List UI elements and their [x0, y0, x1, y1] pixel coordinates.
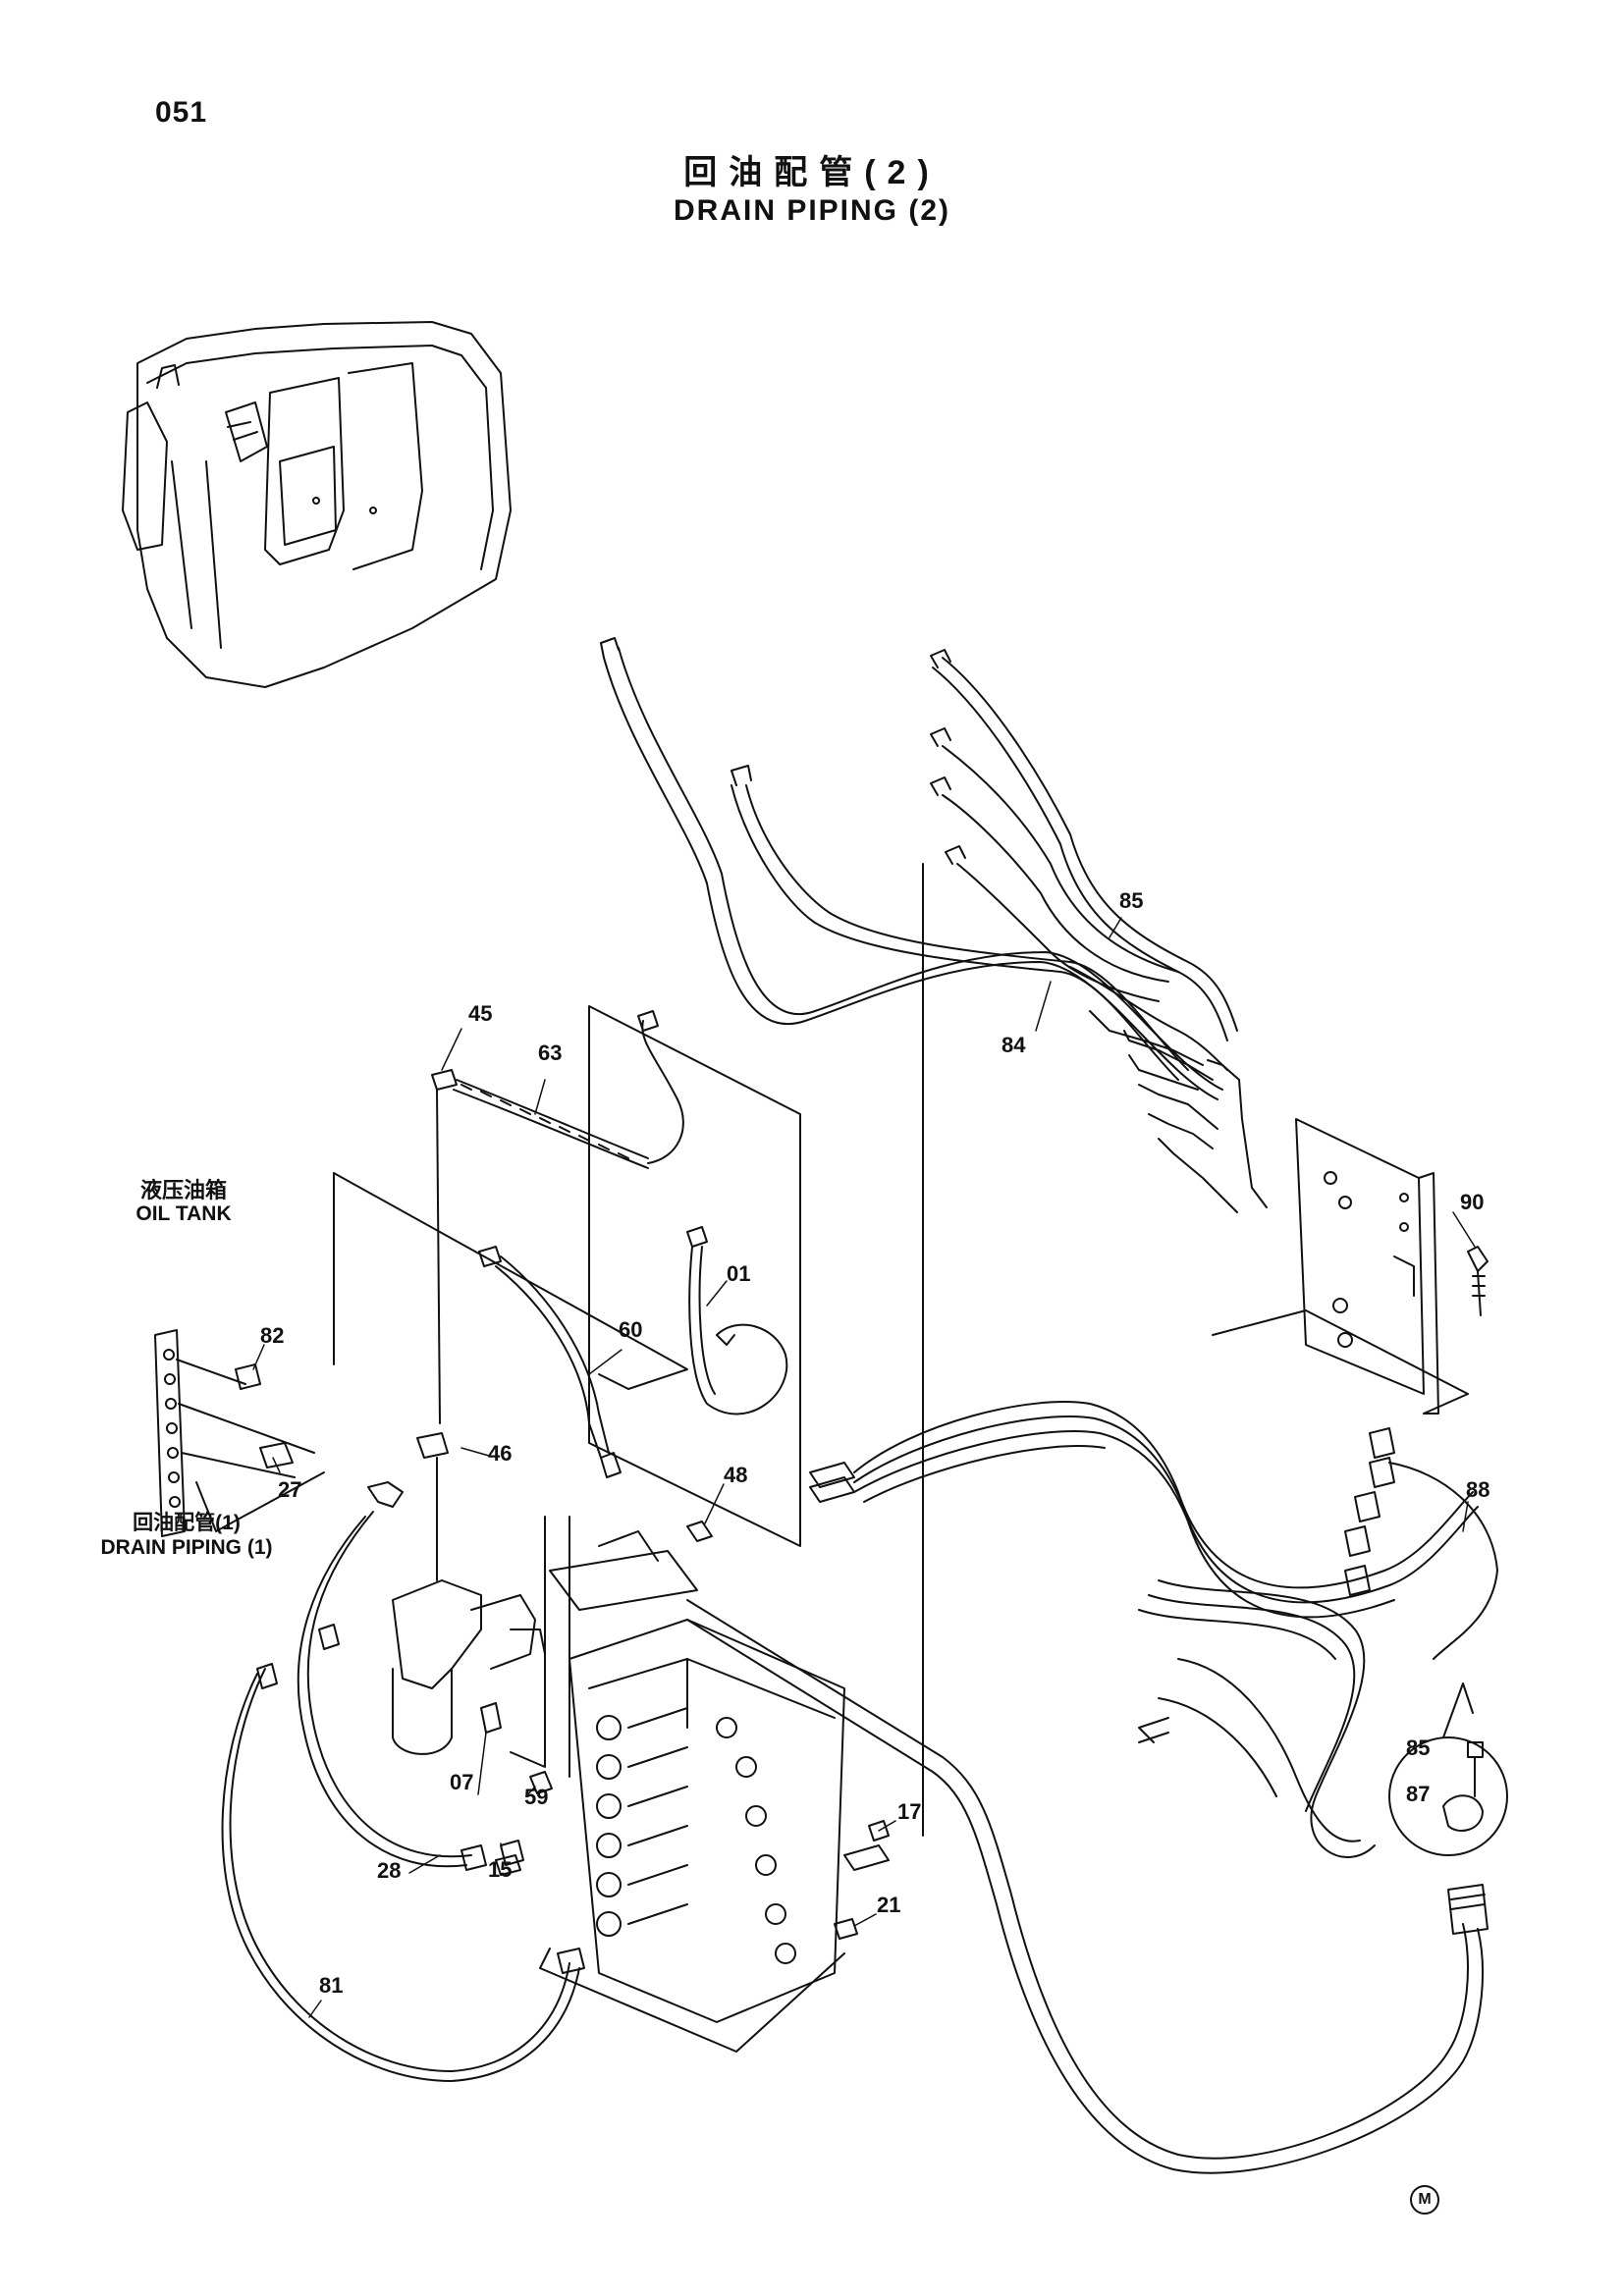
- long-drain-pipe: [686, 1599, 1489, 2174]
- callout-15: 15: [488, 1857, 513, 1882]
- callout-87: 87: [1406, 1782, 1431, 1806]
- callout-90: 90: [1460, 1190, 1485, 1214]
- page-number: 051: [155, 96, 208, 129]
- callout-21: 21: [877, 1893, 901, 1917]
- callout-81: 81: [319, 1973, 344, 1998]
- callout-01: 01: [727, 1261, 751, 1286]
- hose-28-81: [221, 1511, 585, 2082]
- lower-hose-group: [809, 1401, 1498, 1858]
- drain-piping-1-label-en: DRAIN PIPING (1): [100, 1536, 273, 1559]
- callout-60: 60: [619, 1317, 643, 1342]
- callout-85-detail: 85: [1406, 1735, 1431, 1760]
- filter-assembly: [392, 1432, 546, 1755]
- callout-27: 27: [278, 1477, 302, 1502]
- hose-45-63: [431, 1010, 684, 1424]
- callout-45: 45: [468, 1001, 493, 1026]
- reference-lines: [333, 863, 1469, 2053]
- callout-46: 46: [488, 1441, 513, 1466]
- callout-59: 59: [524, 1785, 549, 1809]
- machine-cab-illustration: [122, 321, 512, 688]
- callout-48: 48: [724, 1463, 748, 1487]
- small-fittings: [500, 1521, 890, 1940]
- clamp-detail-circle: [1388, 1682, 1508, 1856]
- upper-hose-bundle: [600, 637, 1268, 1213]
- bolt-90: [1467, 1246, 1489, 1316]
- footer-mark: M: [1410, 2185, 1439, 2215]
- oil-tank-plate: [154, 1329, 404, 1537]
- oil-tank-label-en: OIL TANK: [135, 1202, 232, 1225]
- callout-85-upper: 85: [1119, 888, 1144, 913]
- callout-63: 63: [538, 1041, 563, 1065]
- callout-07: 07: [450, 1770, 474, 1794]
- page-title-english: DRAIN PIPING (2): [673, 194, 951, 227]
- page-title-chinese: 回油配管(2): [683, 154, 941, 191]
- valve-plate: [1295, 1118, 1439, 1415]
- callout-28: 28: [377, 1858, 402, 1883]
- drain-piping-1-label-cn: 回油配管(1): [133, 1512, 241, 1534]
- control-valve: [549, 1530, 890, 2023]
- callout-17: 17: [897, 1799, 922, 1824]
- callout-88: 88: [1466, 1477, 1490, 1502]
- leader-lines: [252, 917, 1476, 2018]
- callout-82: 82: [260, 1323, 285, 1348]
- oil-tank-label-cn: 液压油箱: [139, 1178, 227, 1202]
- hose-60-01: [478, 1226, 788, 1478]
- callout-84: 84: [1001, 1033, 1026, 1057]
